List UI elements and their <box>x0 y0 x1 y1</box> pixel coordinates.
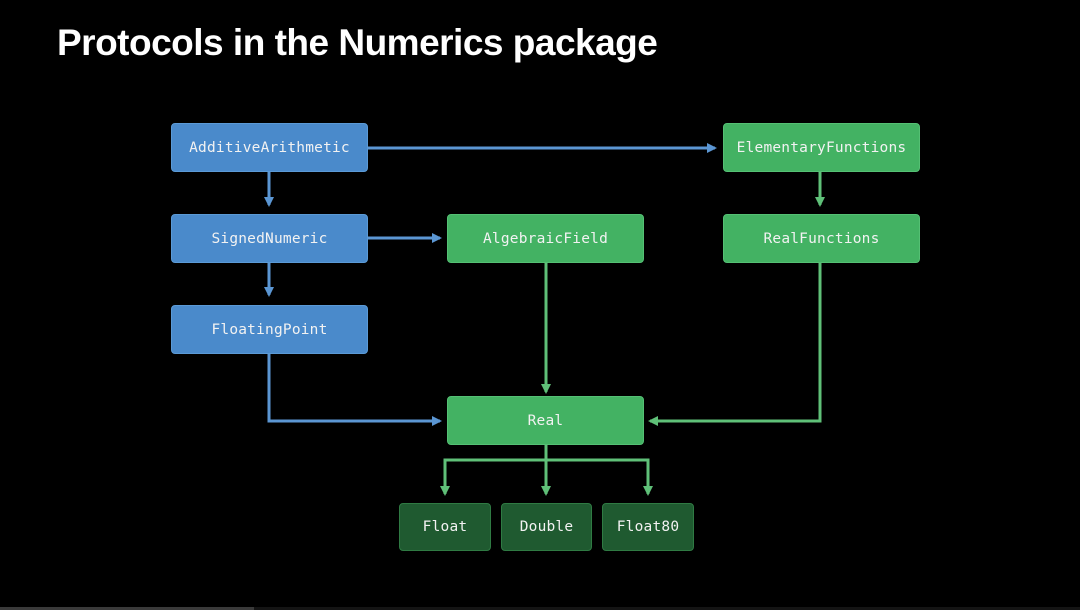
arrow-realfunctions-to-real <box>648 263 822 426</box>
node-additive-arithmetic: AdditiveArithmetic <box>171 123 368 172</box>
node-real-functions: RealFunctions <box>723 214 920 263</box>
arrow-real-to-float80 <box>546 458 653 496</box>
node-algebraic-field: AlgebraicField <box>447 214 644 263</box>
node-elementary-functions: ElementaryFunctions <box>723 123 920 172</box>
node-float80: Float80 <box>602 503 694 551</box>
playback-progress-fill <box>0 607 254 610</box>
arrow-real-to-float <box>440 445 548 496</box>
node-float: Float <box>399 503 491 551</box>
slide-title: Protocols in the Numerics package <box>57 22 658 63</box>
node-floating-point: FloatingPoint <box>171 305 368 354</box>
playback-progress-bar[interactable] <box>0 607 1080 610</box>
arrow-floating-to-real <box>267 354 442 426</box>
node-signed-numeric: SignedNumeric <box>171 214 368 263</box>
node-real: Real <box>447 396 644 445</box>
node-double: Double <box>501 503 592 551</box>
